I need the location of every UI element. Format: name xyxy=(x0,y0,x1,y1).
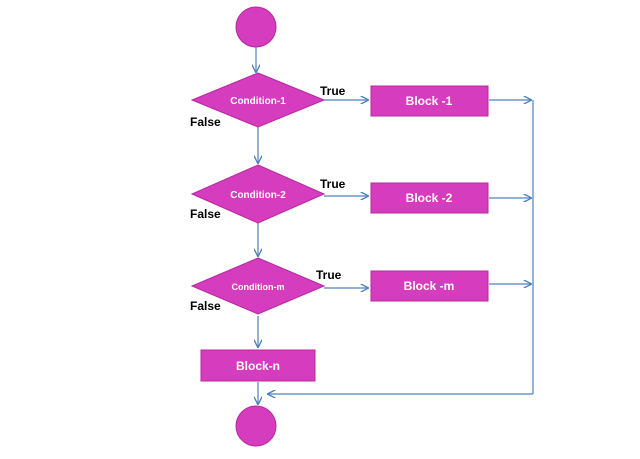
process-label: Block -2 xyxy=(406,191,453,205)
false-label-1: False xyxy=(190,115,221,129)
process-block-2: Block -2 xyxy=(370,182,489,214)
process-block-1: Block -1 xyxy=(370,85,489,117)
true-label-2: True xyxy=(320,177,346,191)
decision-label: Condition-m xyxy=(232,282,285,292)
decision-condition-2: Condition-2 xyxy=(190,164,326,224)
decision-shape xyxy=(190,72,326,128)
start-node xyxy=(235,6,277,48)
process-shape xyxy=(370,270,489,302)
true-label-m: True xyxy=(316,268,342,282)
end-node xyxy=(235,405,277,447)
decision-condition-1: Condition-1 xyxy=(190,72,326,128)
true-label-1: True xyxy=(320,84,346,98)
false-label-2: False xyxy=(190,207,221,221)
process-label: Block -1 xyxy=(406,94,453,108)
false-label-m: False xyxy=(190,299,221,313)
decision-label: Condition-1 xyxy=(230,96,286,107)
decision-shape xyxy=(190,164,326,224)
connectors xyxy=(256,47,534,404)
decision-shape xyxy=(190,257,326,315)
process-block-m: Block -m xyxy=(370,270,489,302)
decision-condition-m: Condition-m xyxy=(190,257,326,315)
process-shape xyxy=(200,349,316,382)
process-shape xyxy=(370,85,489,117)
process-block-n: Block-n xyxy=(200,349,316,382)
process-label: Block-n xyxy=(236,359,280,373)
process-label: Block -m xyxy=(404,279,455,293)
process-shape xyxy=(370,182,489,214)
decision-label: Condition-2 xyxy=(230,190,286,201)
